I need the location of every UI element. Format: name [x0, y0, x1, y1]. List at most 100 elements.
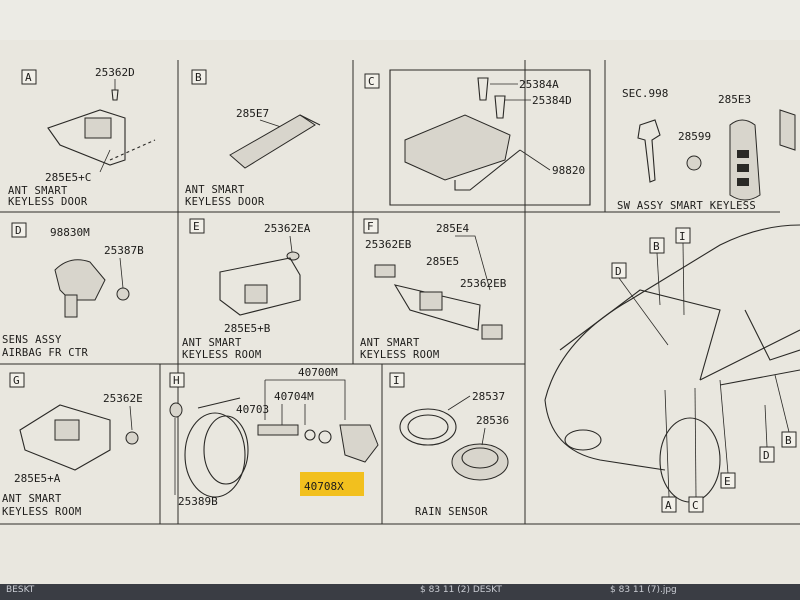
section-i-letter: I [393, 374, 400, 387]
highlighted-part-number: 40708X [304, 480, 344, 493]
car-front-bumper [544, 399, 666, 471]
car-callout-letter: E [724, 475, 731, 488]
section-h: H 40700M 40703 40704M 40708X 25389B [169, 366, 379, 508]
antenna-bracket-drawing [19, 404, 111, 471]
taskbar-item[interactable]: $ 83 11 (2) DESKT [420, 585, 502, 595]
part-highlight-40708x [300, 472, 364, 496]
rain-sensor-drawing [451, 443, 509, 481]
antenna-body-drawing [54, 419, 80, 441]
section-c-frame [389, 69, 591, 206]
key-fob-button [737, 178, 749, 186]
grid-lines [0, 60, 800, 525]
car-hood-line [544, 224, 800, 401]
part-number: 285E5+C [45, 171, 91, 184]
clip-drawing [374, 264, 396, 278]
section-c: C 25384A 25384D 98820 [364, 69, 591, 206]
key-fob-button [737, 164, 749, 172]
section-e-caption-line1: ANT SMART [182, 337, 242, 349]
sensor-bracket-ring-drawing [399, 408, 457, 446]
part-number: 25362D [95, 66, 135, 79]
mechanical-key-drawing [637, 119, 661, 183]
sensor-connector-drawing [64, 294, 78, 318]
section-h-letter: H [173, 374, 180, 387]
section-e-marker [189, 218, 205, 234]
smart-key-fob-drawing [729, 119, 761, 201]
control-unit-bracket-drawing [454, 149, 521, 191]
section-d-caption-line1: SENS ASSY [2, 334, 62, 346]
part-number: 25387B [104, 244, 144, 257]
part-number: 25384A [519, 78, 559, 91]
section-a-letter: A [25, 71, 32, 84]
antenna-body-drawing [84, 117, 112, 139]
section-i-marker [389, 372, 405, 388]
antenna-bracket-drawing [47, 109, 126, 166]
valve-stem-drawing [257, 424, 299, 436]
section-e-letter: E [193, 220, 200, 233]
section-a-caption-line2: KEYLESS DOOR [8, 196, 88, 208]
antenna-rod-drawing [229, 114, 316, 169]
section-f: F 285E4 25362EB 285E5 25362EB ANT SMART … [360, 218, 507, 361]
part-number: 28536 [476, 414, 509, 427]
section-f-caption-line2: KEYLESS ROOM [360, 349, 439, 361]
part-number: 40700M [298, 366, 338, 379]
part-number: 98820 [552, 164, 585, 177]
section-d-letter: D [15, 224, 22, 237]
part-number: 28599 [678, 130, 711, 143]
section-b-caption-line2: KEYLESS DOOR [185, 196, 265, 208]
nut-drawing [116, 287, 130, 301]
car-callout-letter: C [692, 499, 699, 512]
part-number: 98830M [50, 226, 90, 239]
section-b-caption-line1: ANT SMART [185, 184, 245, 196]
car-grille [564, 429, 602, 451]
section-d-caption-line2: AIRBAG FR CTR [2, 347, 88, 359]
part-number: 25362EB [460, 277, 507, 290]
part-number: 25389B [178, 495, 218, 508]
section-g-caption-line1: ANT SMART [2, 493, 62, 505]
windows-taskbar: BESKT $ 83 11 (2) DESKT $ 83 11 (7).jpg [0, 584, 800, 600]
section-b-letter: B [195, 71, 202, 84]
section-smart-key: SEC.998 285E3 28599 SW ASSY SMART KEYLES… [617, 87, 796, 212]
section-b-marker [191, 69, 207, 85]
seal-ring-drawing [318, 430, 332, 444]
antenna-body-drawing [244, 284, 268, 304]
part-number: 285E7 [236, 107, 269, 120]
section-f-caption-line1: ANT SMART [360, 337, 420, 349]
taskbar-item[interactable]: $ 83 11 (7).jpg [610, 585, 677, 595]
car-callout-letter: B [653, 240, 660, 253]
part-number: 28537 [472, 390, 505, 403]
paper-top-margin [0, 0, 800, 40]
section-key-caption: SW ASSY SMART KEYLESS [617, 200, 756, 212]
section-i: I 28537 28536 RAIN SENSOR [389, 372, 509, 518]
bolt-drawing [494, 95, 506, 119]
taskbar-item[interactable]: BESKT [6, 585, 35, 595]
part-number: 285E5 [426, 255, 459, 268]
section-d: D 98830M 25387B SENS ASSY AIRBAG FR CTR [2, 222, 144, 359]
part-number: SEC.998 [622, 87, 668, 100]
car-callout-letter: B [785, 434, 792, 447]
section-c-marker [364, 73, 380, 89]
antenna-housing-drawing [219, 257, 301, 316]
part-number: 25362E [103, 392, 143, 405]
section-e-caption-line2: KEYLESS ROOM [182, 349, 261, 361]
part-number: 285E3 [718, 93, 751, 106]
section-e: E 25362EA 285E5+B ANT SMART KEYLESS ROOM [182, 218, 311, 361]
part-number: 25384D [532, 94, 572, 107]
car-callouts: B I D A C E D B [611, 227, 797, 513]
car-callout-letter: D [763, 449, 770, 462]
part-number: 40704M [274, 390, 314, 403]
seal-ring-drawing [304, 429, 316, 441]
control-unit-drawing [404, 114, 511, 181]
wheel-rim-drawing [184, 412, 246, 498]
section-a: A 25362D 285E5+C ANT SMART KEYLESS DOOR [8, 66, 156, 208]
section-i-caption: RAIN SENSOR [415, 506, 488, 518]
part-number: 25362EA [264, 222, 311, 235]
car-callout-letter: A [665, 499, 672, 512]
section-a-marker [21, 69, 37, 85]
key-fob-button [737, 150, 749, 158]
section-g: G 25362E 285E5+A ANT SMART KEYLESS ROOM [2, 372, 143, 518]
section-f-marker [363, 218, 379, 234]
part-number: 285E5+B [224, 322, 271, 335]
vehicle-overview [544, 224, 800, 503]
bolt-drawing [111, 89, 119, 101]
